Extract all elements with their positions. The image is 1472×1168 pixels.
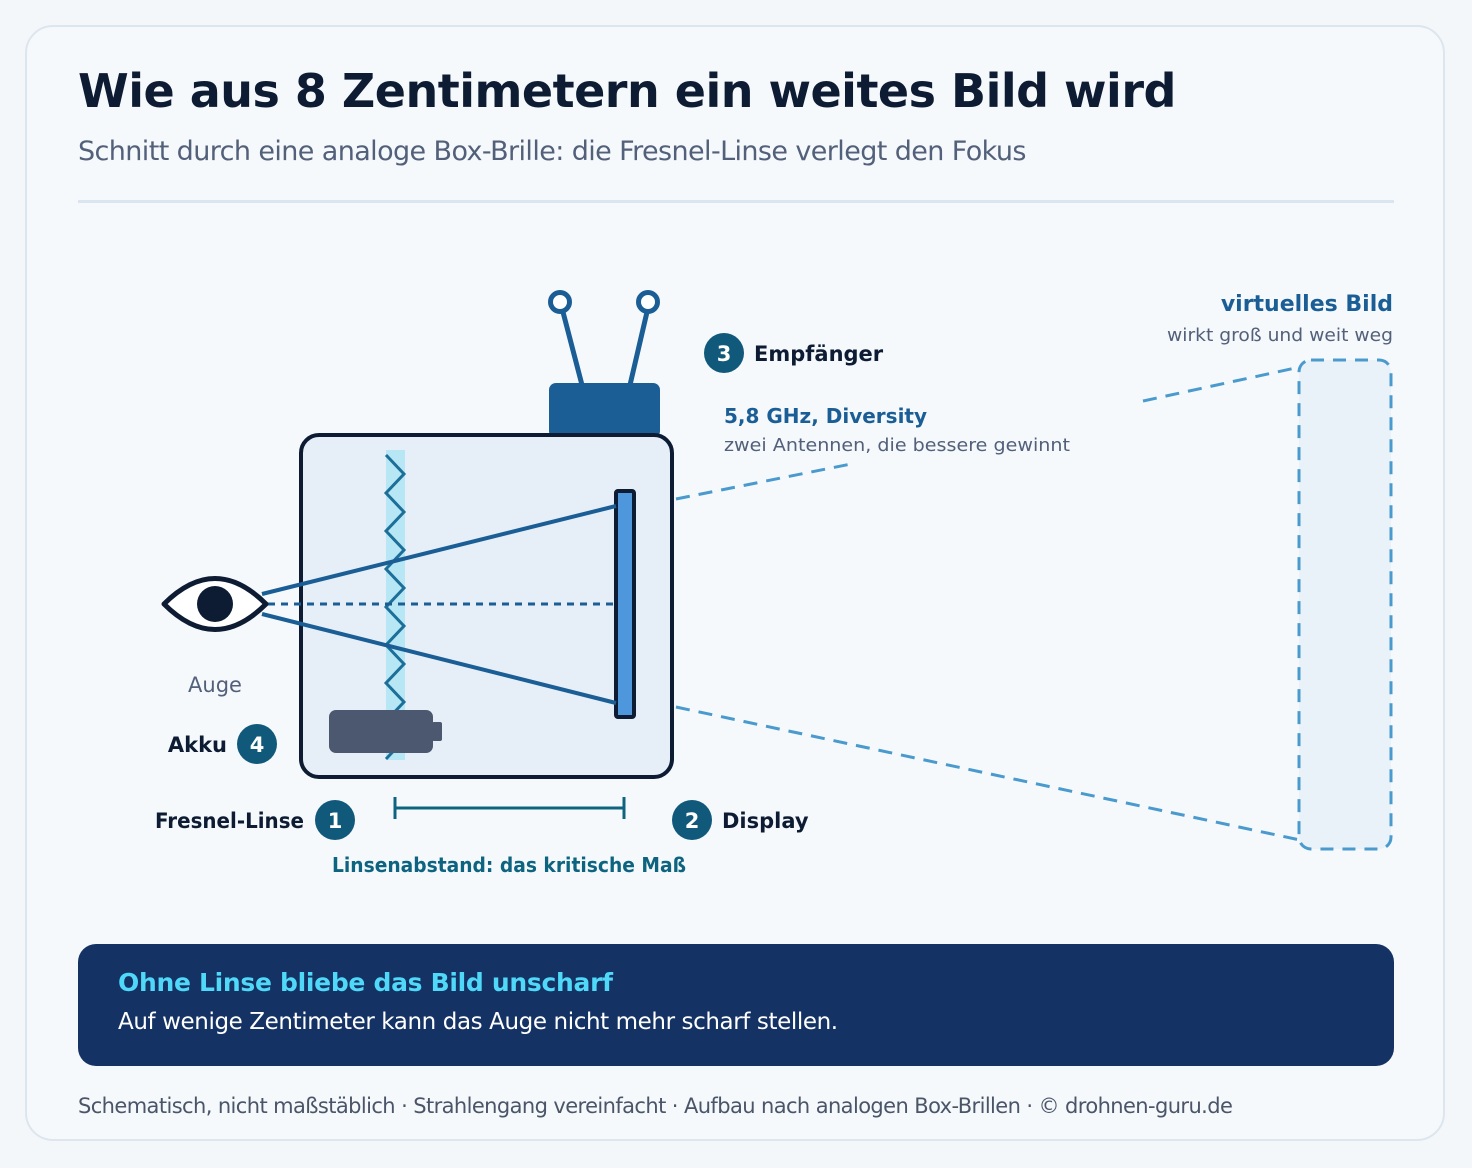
light-rays: [261, 504, 617, 705]
virtual-image-title: virtuelles Bild: [1221, 292, 1393, 317]
virtual-image-projection-lines: [675, 365, 1301, 842]
lens-distance-bracket: [393, 797, 626, 819]
badge-number: 2: [685, 809, 700, 833]
callout-title: Ohne Linse bliebe das Bild unscharf: [118, 968, 613, 997]
page-title: Wie aus 8 Zentimetern ein weites Bild wi…: [78, 64, 1176, 118]
badge-number: 3: [717, 342, 732, 366]
info-callout: Ohne Linse bliebe das Bild unscharf Auf …: [78, 944, 1394, 1066]
badge-number: 1: [328, 809, 343, 833]
virtual-image-text: wirkt groß und weit weg: [1167, 325, 1393, 346]
lens-label: Fresnel-Linse: [155, 809, 304, 833]
battery-icon: [329, 710, 442, 753]
badge-lens: 1: [315, 800, 355, 840]
callout-text: Auf wenige Zentimeter kann das Auge nich…: [118, 1009, 838, 1035]
display-label: Display: [722, 809, 809, 833]
badge-battery: 4: [237, 724, 277, 764]
battery-label: Akku: [168, 733, 227, 757]
distance-label: Linsenabstand: das kritische Maß: [332, 853, 686, 877]
divider: [78, 200, 1394, 203]
page-subtitle: Schnitt durch eine analoge Box-Brille: d…: [78, 136, 1026, 167]
fresnel-lens-icon: [383, 450, 407, 761]
receiver-spec-text: zwei Antennen, die bessere gewinnt: [724, 435, 1070, 456]
receiver-module: [549, 383, 660, 438]
receiver-label: Empfänger: [754, 342, 884, 366]
badge-receiver: 3: [704, 333, 744, 373]
eye-label: Auge: [188, 673, 242, 697]
antenna-icon: [548, 290, 660, 388]
badge-number: 4: [250, 733, 265, 757]
virtual-image-frame: [1297, 358, 1393, 851]
badge-display: 2: [672, 800, 712, 840]
receiver-spec-title: 5,8 GHz, Diversity: [724, 404, 927, 428]
eye-icon: [161, 576, 269, 632]
footer-note: Schematisch, nicht maßstäblich · Strahle…: [78, 1094, 1233, 1118]
display-panel: [614, 489, 636, 719]
